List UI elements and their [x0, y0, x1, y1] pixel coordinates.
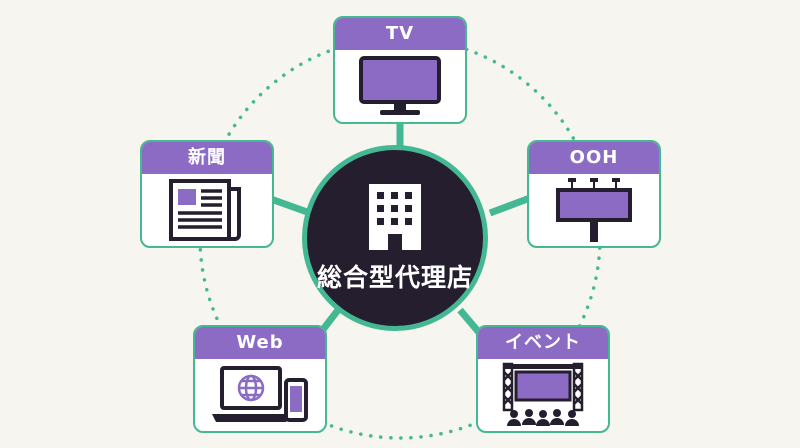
- globe-icon: [237, 374, 265, 402]
- card-header-event: イベント: [478, 327, 608, 359]
- card-header-newspaper: 新聞: [142, 142, 272, 174]
- television-icon: [359, 56, 441, 115]
- card-header-tv: TV: [335, 18, 465, 50]
- center-label: 総合型代理店: [316, 263, 473, 292]
- newspaper-icon: [169, 179, 241, 241]
- media-card-ooh: OOH: [527, 140, 661, 248]
- media-card-web: Web: [193, 325, 327, 433]
- connector-ooh: [488, 194, 532, 217]
- card-header-ooh: OOH: [529, 142, 659, 174]
- media-card-newspaper: 新聞: [140, 140, 274, 248]
- card-header-web: Web: [195, 327, 325, 359]
- media-card-event: イベント: [476, 325, 610, 433]
- audience-icon: [507, 409, 579, 426]
- office-building-icon: [369, 184, 421, 250]
- laptop-smartphone-icon: [212, 366, 308, 422]
- billboard-icon: [556, 178, 632, 242]
- media-card-tv: TV: [333, 16, 467, 124]
- event-stage-icon: [502, 362, 584, 426]
- connector-newspaper: [266, 194, 312, 217]
- center-agency-node: 総合型代理店: [302, 145, 488, 331]
